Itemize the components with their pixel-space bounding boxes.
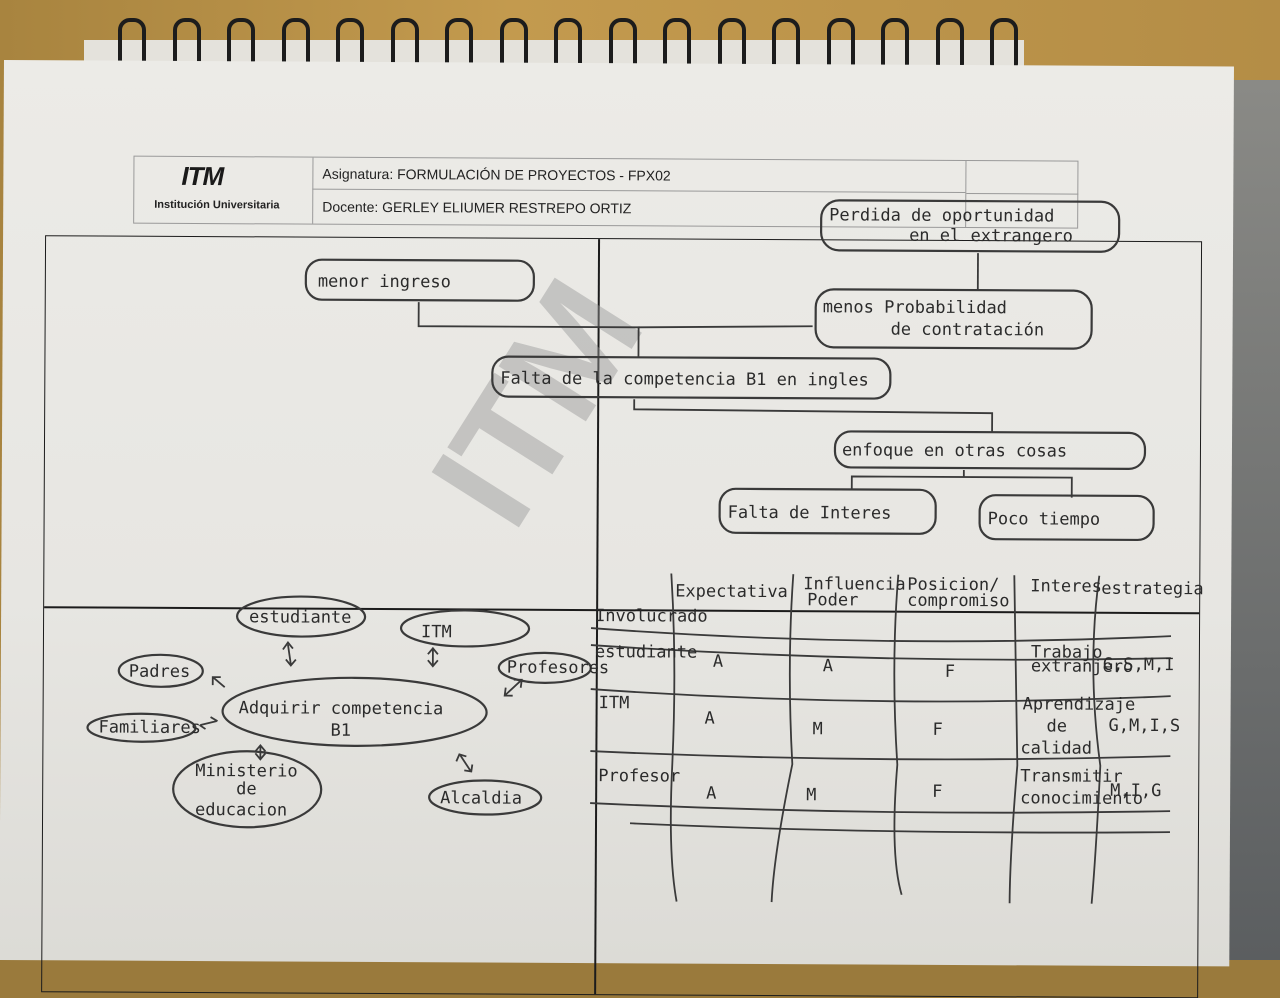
arrow-parents [213, 677, 225, 687]
spiral-ring [391, 18, 419, 68]
spiral-ring [772, 18, 800, 68]
spiral-ring [445, 18, 473, 68]
row1-involved: estudiante [595, 642, 697, 663]
arrow-teachers [505, 680, 522, 696]
matrix-line-5 [630, 823, 1170, 833]
matrix-col-5 [1092, 576, 1102, 904]
cause-text-interest: Falta de Interes [728, 503, 892, 524]
spiral-ring [718, 18, 746, 68]
matrix-header-position-2: compromiso [907, 591, 1009, 612]
arrow-itm [428, 648, 438, 666]
row2-expectation: A [705, 709, 715, 729]
core-problem-text: Falta de la competencia B1 en ingles [500, 369, 869, 391]
effect-text-hiring-2: de contratación [891, 320, 1045, 341]
actor-mayor: Alcaldia [440, 788, 522, 808]
spiral-ring [609, 18, 637, 68]
matrix-col-4 [1010, 575, 1019, 903]
row2-strategy: G,M,I,S [1108, 716, 1180, 736]
effect-text-hiring-1: menos Probabilidad [823, 297, 1007, 318]
cause-text-time: Poco tiempo [988, 509, 1101, 530]
spiral-ring [554, 18, 582, 68]
row2-position: F [932, 720, 942, 740]
matrix-header-involved: Involucrado [595, 606, 708, 627]
effect-text-opportunity-2: en el extrangero [909, 226, 1073, 247]
stakeholder-matrix: Expectativa Influencia Poder Posicion/ c… [590, 573, 1204, 904]
matrix-header-strategy: estrategia [1101, 579, 1203, 600]
matrix-header-influence-2: Poder [807, 590, 858, 610]
row2-interest-1: Aprendizaje [1023, 694, 1136, 715]
row3-strategy: M,I,G [1110, 781, 1161, 801]
spiral-ring [990, 18, 1018, 68]
row2-interest-3: calidad [1020, 738, 1092, 758]
row1-influence: A [823, 656, 833, 676]
actor-ministry-2: de [236, 779, 257, 799]
matrix-header-interest: Interes [1030, 576, 1102, 596]
spiral-ring [500, 18, 528, 68]
effect-text-opportunity-1: Perdida de oportunidad [829, 205, 1054, 226]
row3-influence: M [806, 785, 816, 805]
connector-focus-core [634, 399, 992, 432]
actor-parents: Padres [129, 662, 191, 682]
center-text-1: Adquirir competencia [239, 698, 444, 719]
matrix-col-2 [772, 574, 794, 902]
row1-position: F [945, 662, 955, 682]
row3-involved: Profesor [598, 766, 680, 786]
spiral-ring [827, 18, 855, 68]
row2-involved: ITM [599, 693, 630, 713]
hand-drawn-diagrams: Perdida de oportunidad en el extrangero … [0, 60, 1234, 966]
effect-text-income: menor ingreso [318, 272, 451, 293]
connector-core-income [418, 302, 638, 357]
spiral-ring [936, 18, 964, 68]
paper-sheet: ITM Institución Universitaria Asignatura… [0, 60, 1234, 966]
arrow-family [199, 717, 217, 729]
spiral-ring [881, 18, 909, 68]
spiral-ring [663, 18, 691, 68]
matrix-line-header [591, 628, 1171, 642]
row2-influence: M [812, 719, 822, 739]
spiral-ring [336, 18, 364, 68]
row3-interest-1: Transmitir [1020, 766, 1122, 787]
matrix-col-3 [893, 575, 903, 895]
center-text-2: B1 [330, 721, 351, 741]
actor-family: Familiares [98, 718, 200, 739]
actor-itm: ITM [421, 622, 452, 642]
arrow-mayor [456, 754, 472, 771]
actor-ministry-3: educacion [195, 800, 287, 820]
row2-interest-2: de [1046, 716, 1067, 736]
stakeholder-map: estudiante ITM Profesores Padres Familia… [87, 595, 610, 829]
row1-expectation: A [713, 652, 723, 672]
connector-core-hiring [639, 325, 813, 328]
matrix-header-expectation: Expectativa [675, 582, 788, 603]
actor-student: estudiante [249, 607, 351, 628]
cause-text-focus: enfoque en otras cosas [842, 440, 1067, 461]
row3-position: F [932, 782, 942, 802]
row1-strategy: G,S,M,I [1103, 655, 1175, 675]
arrow-student [283, 642, 296, 665]
row3-expectation: A [706, 784, 716, 804]
problem-tree: Perdida de oportunidad en el extrangero … [305, 198, 1156, 540]
